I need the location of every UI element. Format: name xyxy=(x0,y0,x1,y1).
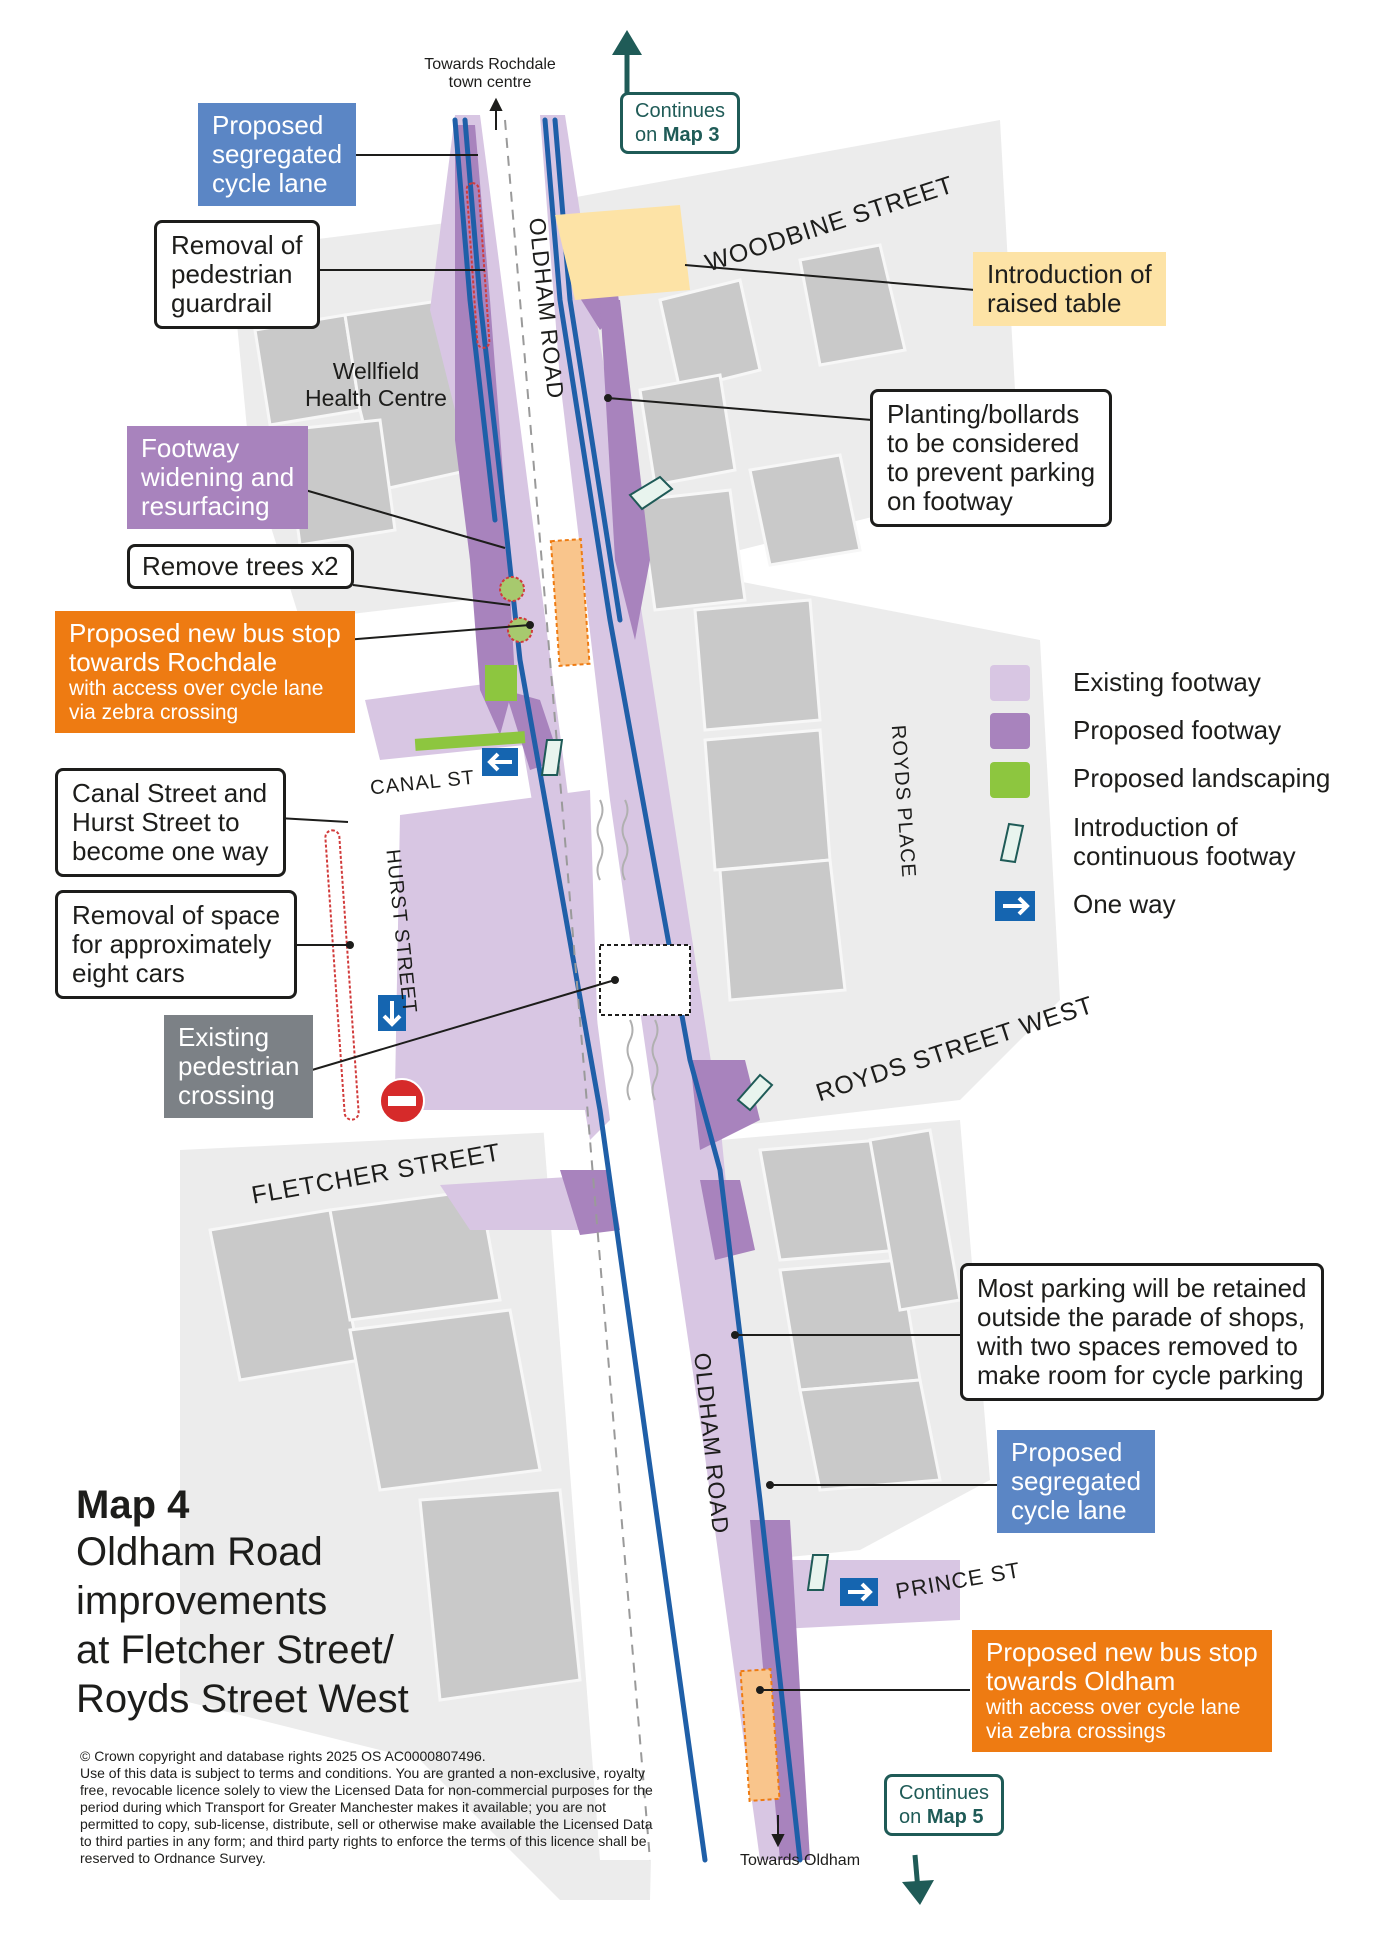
bus-stop-oldham-marker xyxy=(739,1668,781,1802)
continuous-footway-icon xyxy=(999,822,1025,864)
raised-table-pointer xyxy=(684,264,976,291)
parking-removal-marker xyxy=(324,829,360,1121)
callout-bus-stop-oldham: Proposed new bus stop towards Oldham wit… xyxy=(972,1630,1272,1752)
callout-planting-bollards: Planting/bollards to be considered to pr… xyxy=(870,389,1113,527)
map-title-block: Map 4 Oldham Road improvements at Fletch… xyxy=(76,1482,409,1724)
callout-bus-stop-rochdale: Proposed new bus stop towards Rochdale w… xyxy=(55,611,355,733)
tree-icon xyxy=(499,576,525,602)
continuous-footway-icon xyxy=(806,1554,830,1591)
callout-remove-trees: Remove trees x2 xyxy=(127,544,354,589)
bus-stop-rochdale-marker xyxy=(549,538,591,667)
callout-pedestrian-crossing: Existing pedestrian crossing xyxy=(164,1015,314,1118)
continuous-footway-icon xyxy=(736,1073,774,1112)
one-way-arrow-icon xyxy=(482,748,518,776)
proposed-landscaping-strip xyxy=(414,731,526,751)
legend-label-continuous-footway: Introduction of continuous footway xyxy=(1073,812,1296,871)
road-centre-line xyxy=(504,119,651,1861)
continuous-footway-icon xyxy=(628,475,674,511)
continuous-footway-icons xyxy=(540,475,830,1591)
callout-raised-table: Introduction of raised table xyxy=(973,252,1166,326)
callout-guardrail-removal: Removal of pedestrian guardrail xyxy=(154,220,320,329)
map-title-line: at Fletcher Street/ xyxy=(76,1628,394,1672)
south-arrow-icon xyxy=(902,1854,934,1905)
guardrail-removal-marker xyxy=(465,182,491,349)
copyright-notice: © Crown copyright and database rights 20… xyxy=(80,1748,653,1866)
callout-parking-retained: Most parking will be retained outside th… xyxy=(960,1263,1324,1401)
map-title-line: improvements xyxy=(76,1579,328,1623)
legend-label-existing-footway: Existing footway xyxy=(1073,667,1261,697)
one-way-arrow-icon xyxy=(840,1578,878,1606)
towards-oldham-label: Towards Oldham xyxy=(739,1852,861,1869)
tree-icon xyxy=(507,617,533,643)
existing-pedestrian-crossing xyxy=(599,944,691,1016)
north-arrow-icon xyxy=(612,30,642,95)
callout-one-way-streets: Canal Street and Hurst Street to become … xyxy=(55,768,286,877)
callout-cycle-lane-south: Proposed segregated cycle lane xyxy=(997,1430,1156,1533)
legend-label-proposed-landscaping: Proposed landscaping xyxy=(1073,763,1331,793)
legend-swatch-proposed-landscaping xyxy=(990,762,1030,798)
legend-swatch-proposed-footway xyxy=(990,713,1030,749)
continues-map5-link[interactable]: Continues on Map 5 xyxy=(884,1774,1005,1836)
towards-rochdale-label: Towards Rochdale town centre xyxy=(424,56,556,91)
callout-pointer-lines xyxy=(277,154,1007,1694)
raised-table xyxy=(555,205,690,300)
tree-icons xyxy=(499,576,533,643)
road-markings xyxy=(596,799,659,1101)
no-entry-icon xyxy=(379,1078,425,1124)
proposed-landscaping-area xyxy=(485,665,517,701)
legend-label-one-way: One way xyxy=(1073,889,1176,919)
map-number: Map 4 xyxy=(76,1483,190,1527)
callout-cycle-lane-north: Proposed segregated cycle lane xyxy=(198,103,357,206)
small-direction-arrows xyxy=(489,97,785,1848)
one-way-arrow-icon xyxy=(378,995,406,1031)
continuous-footway-icon xyxy=(540,739,564,776)
one-way-arrow-icon xyxy=(995,891,1035,921)
callout-footway-widening: Footway widening and resurfacing xyxy=(127,426,309,529)
callout-parking-removal: Removal of space for approximately eight… xyxy=(55,890,298,999)
map-title-line: Royds Street West xyxy=(76,1677,409,1721)
map-title-line: Oldham Road xyxy=(76,1530,323,1574)
place-label-health-centre: Wellfield Health Centre xyxy=(305,358,447,411)
legend-swatch-existing-footway xyxy=(990,665,1030,701)
legend-label-proposed-footway: Proposed footway xyxy=(1073,715,1282,745)
continues-map3-link[interactable]: Continues on Map 3 xyxy=(620,92,741,154)
